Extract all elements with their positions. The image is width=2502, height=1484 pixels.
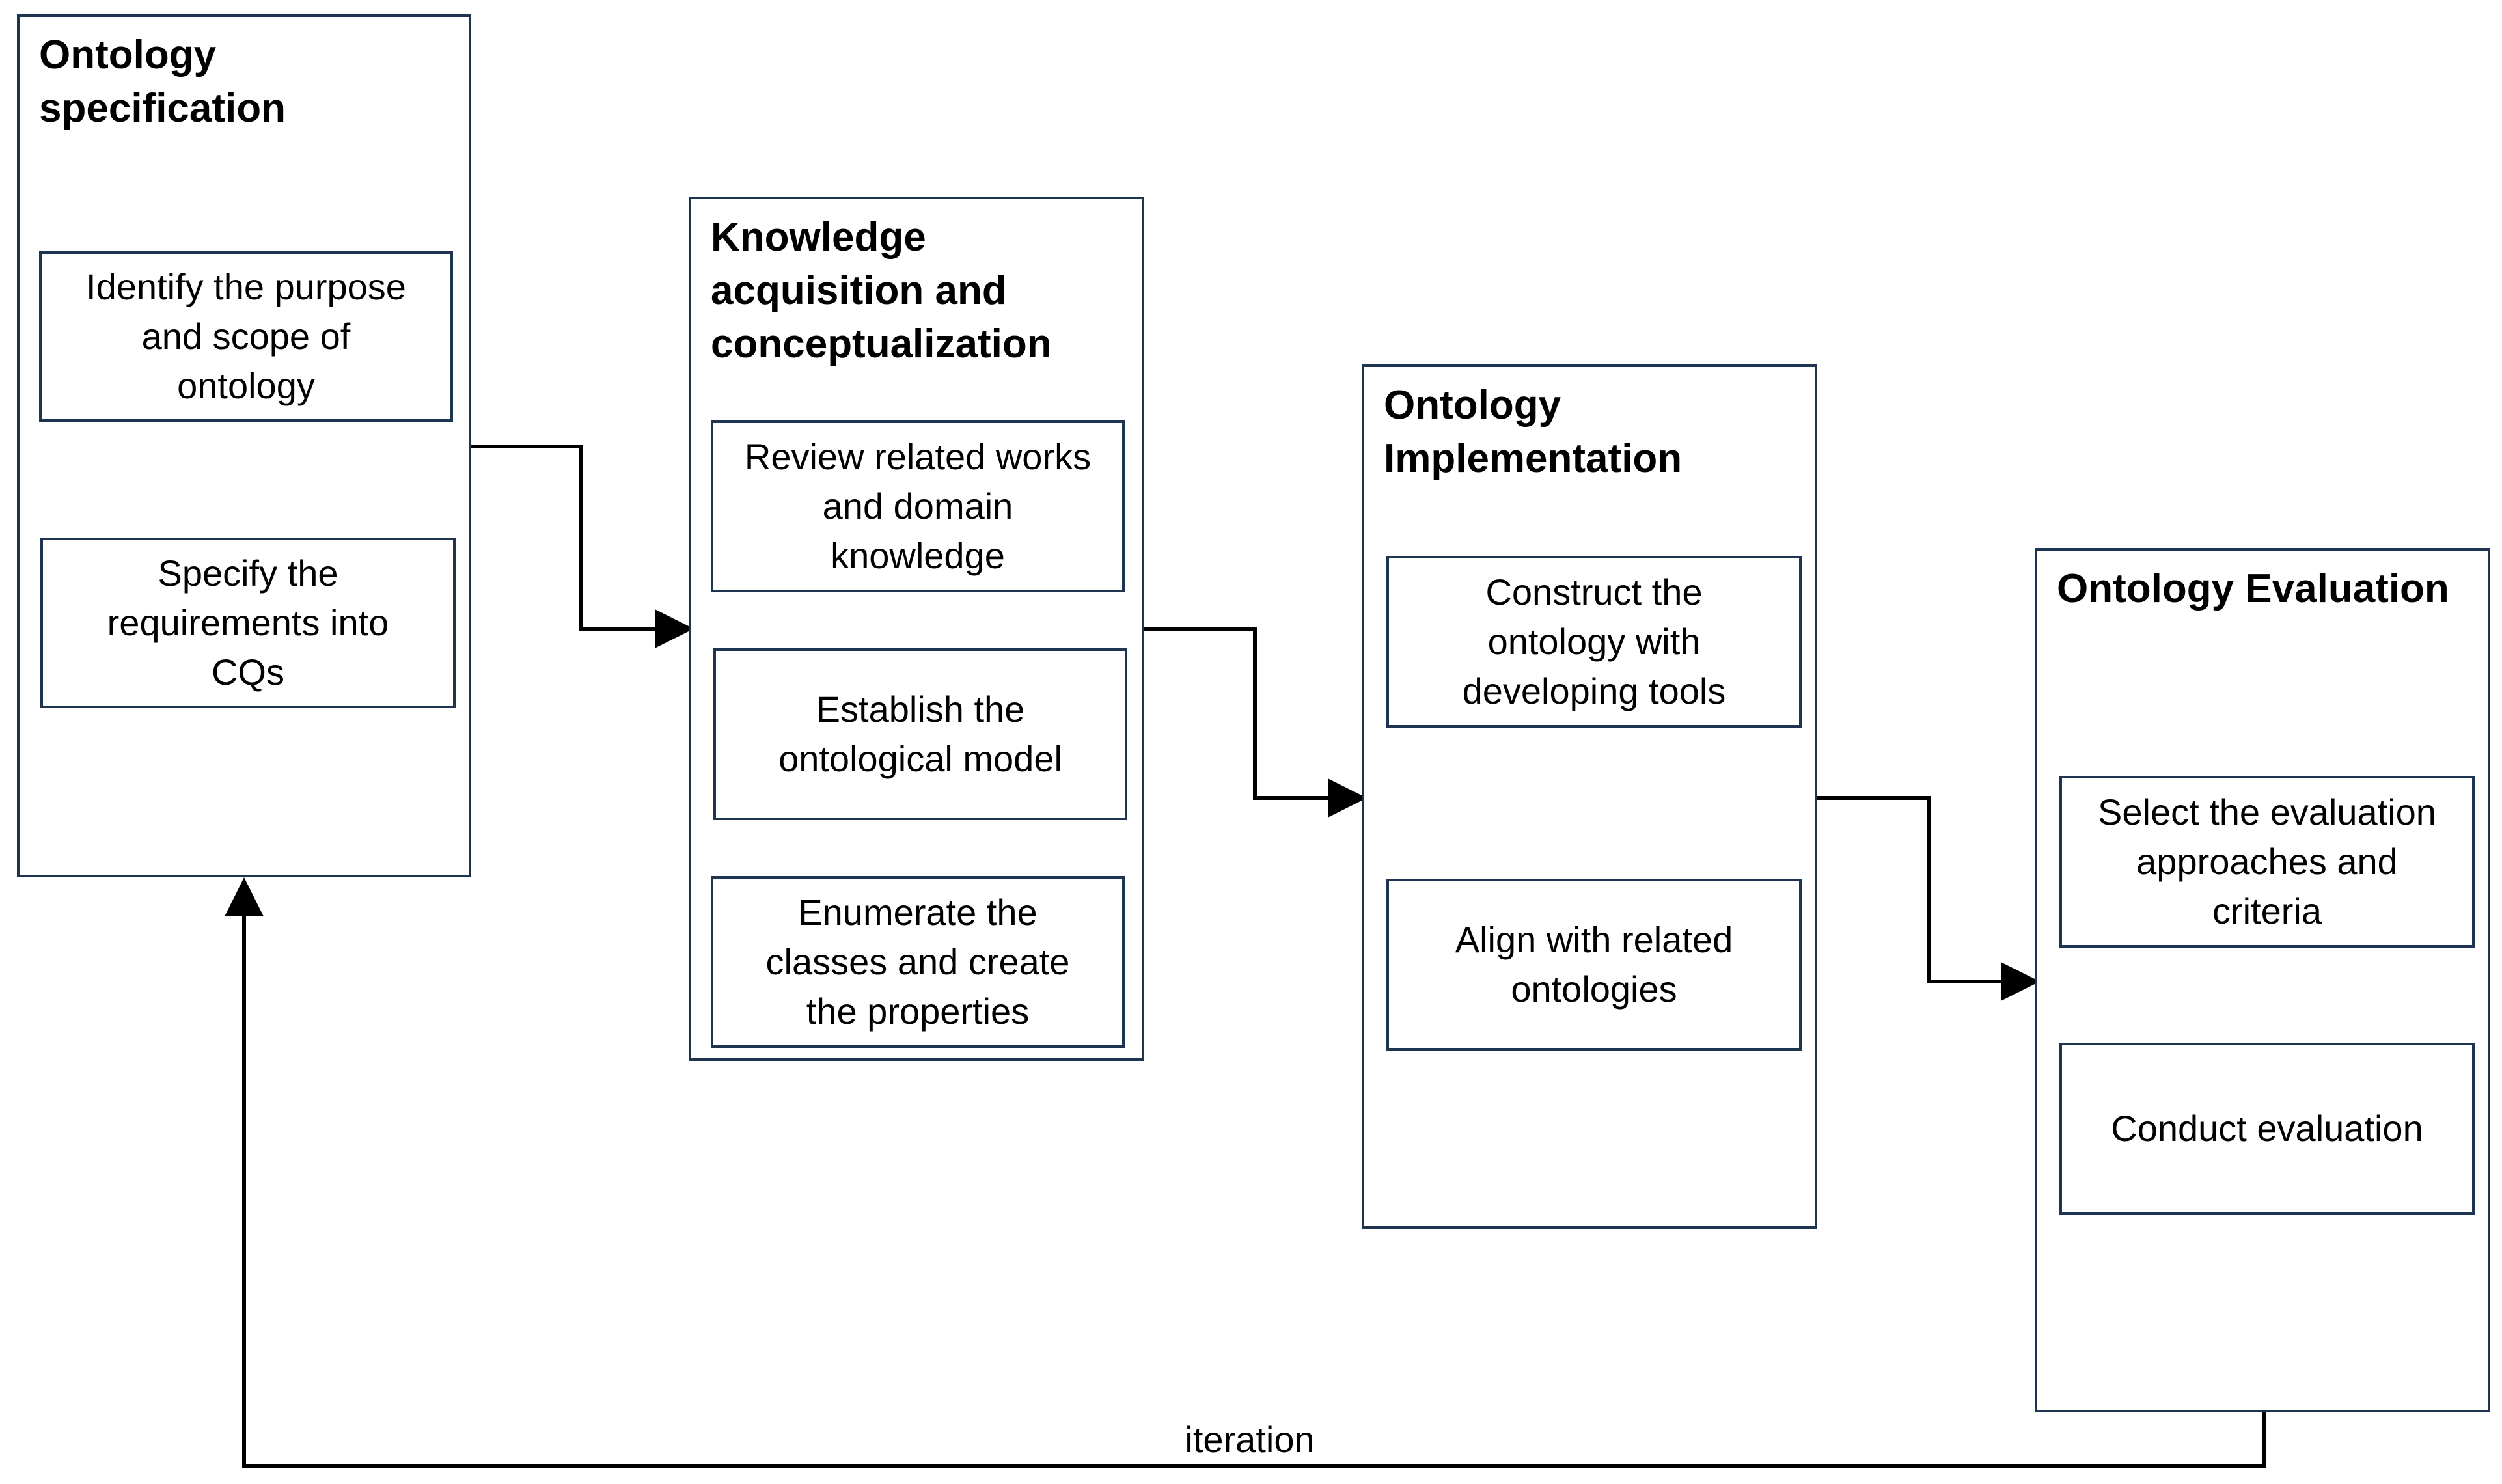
stage-title: Ontology Evaluation (2057, 566, 2449, 611)
step-identify-purpose: Identify the purpose and scope of ontolo… (39, 251, 453, 422)
connector-knowledge-to-implementation (1143, 627, 1367, 818)
step-label: Construct the ontology with developing t… (1462, 571, 1726, 711)
step-label: Select the evaluation approaches and cri… (2098, 791, 2436, 931)
step-select-evaluation: Select the evaluation approaches and cri… (2059, 776, 2475, 948)
connector-implementation-to-evaluation (1816, 796, 2040, 1001)
step-specify-requirements: Specify the requirements into CQs (40, 538, 456, 708)
step-label: Conduct evaluation (2111, 1108, 2423, 1149)
step-align-ontologies: Align with related ontologies (1386, 879, 1802, 1051)
step-label: Enumerate the classes and create the pro… (765, 892, 1070, 1032)
step-enumerate-classes: Enumerate the classes and create the pro… (711, 876, 1125, 1048)
step-label: Align with related ontologies (1455, 919, 1733, 1010)
step-review-related-works: Review related works and domain knowledg… (711, 420, 1125, 592)
step-establish-model: Establish the ontological model (713, 648, 1127, 820)
stage-ontology-implementation: Ontology Implementation Construct the on… (1362, 364, 1817, 1229)
stage-title: Knowledge acquisition and conceptualizat… (711, 215, 1052, 366)
stage-ontology-specification: Ontology specification Identify the purp… (17, 14, 471, 877)
iteration-label: iteration (1120, 1416, 1380, 1463)
step-construct-ontology: Construct the ontology with developing t… (1386, 556, 1802, 728)
step-label: Review related works and domain knowledg… (744, 436, 1092, 576)
step-conduct-evaluation: Conduct evaluation (2059, 1043, 2475, 1215)
stage-title: Ontology specification (39, 33, 286, 131)
step-label: Specify the requirements into CQs (107, 553, 389, 693)
step-label: Establish the ontological model (778, 689, 1062, 779)
connector-specification-to-knowledge (469, 445, 694, 648)
stage-ontology-evaluation: Ontology Evaluation Select the evaluatio… (2035, 548, 2490, 1412)
step-label: Identify the purpose and scope of ontolo… (86, 266, 406, 406)
iteration-loop-arrow (225, 877, 2266, 1468)
stage-knowledge-acquisition: Knowledge acquisition and conceptualizat… (689, 197, 1144, 1061)
stage-title: Ontology Implementation (1384, 383, 1683, 481)
